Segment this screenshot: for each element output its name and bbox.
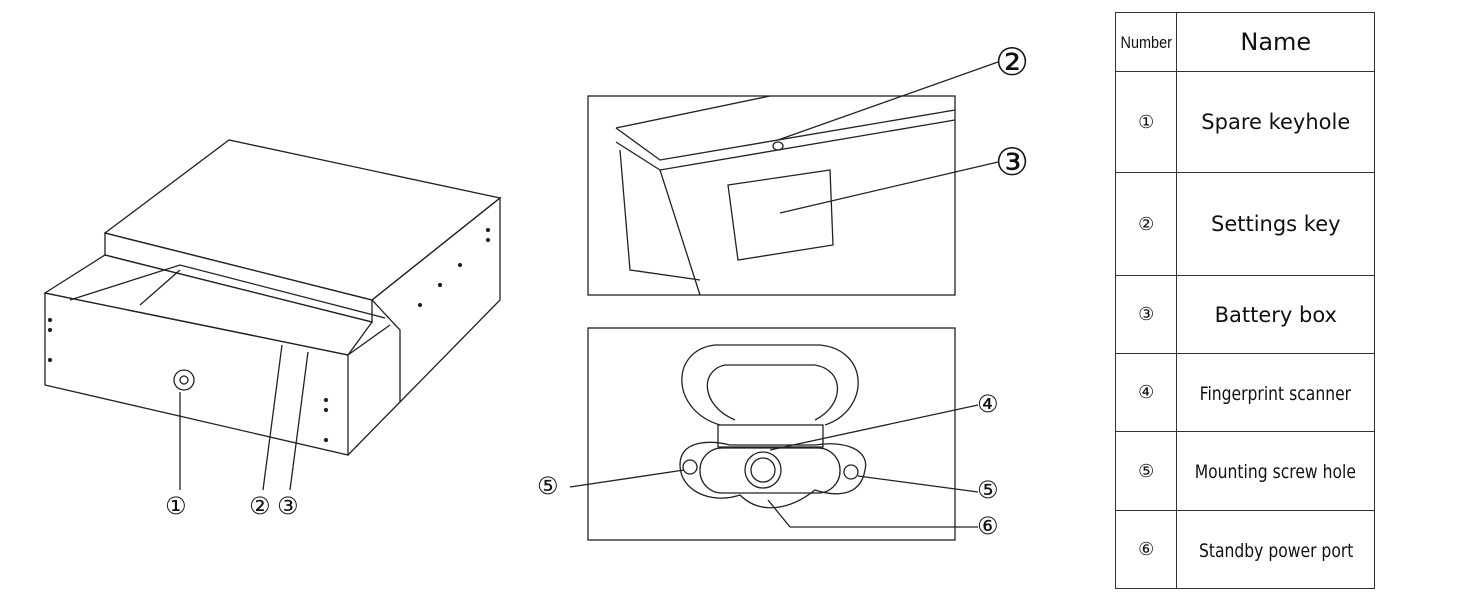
- header-name: Name: [1240, 28, 1312, 56]
- callout-6: ⑥: [977, 512, 999, 540]
- callout-2: ②: [249, 492, 271, 520]
- drawer-safe-drawing: [43, 139, 502, 491]
- drawer-top-detail: [587, 61, 999, 296]
- callout-1: ①: [165, 492, 187, 520]
- callout-3: ③: [277, 492, 299, 520]
- callout-5-right: ⑤: [977, 476, 999, 504]
- header-number: Number: [1120, 32, 1172, 52]
- callout-5-left: ⑤: [537, 472, 559, 500]
- callout-2-top: ②: [995, 40, 1030, 84]
- callout-4: ④: [977, 390, 999, 418]
- callout-3-top: ③: [995, 140, 1030, 184]
- fingerprint-lock-detail: [569, 327, 979, 541]
- table-header: Number Name: [1114, 12, 1376, 72]
